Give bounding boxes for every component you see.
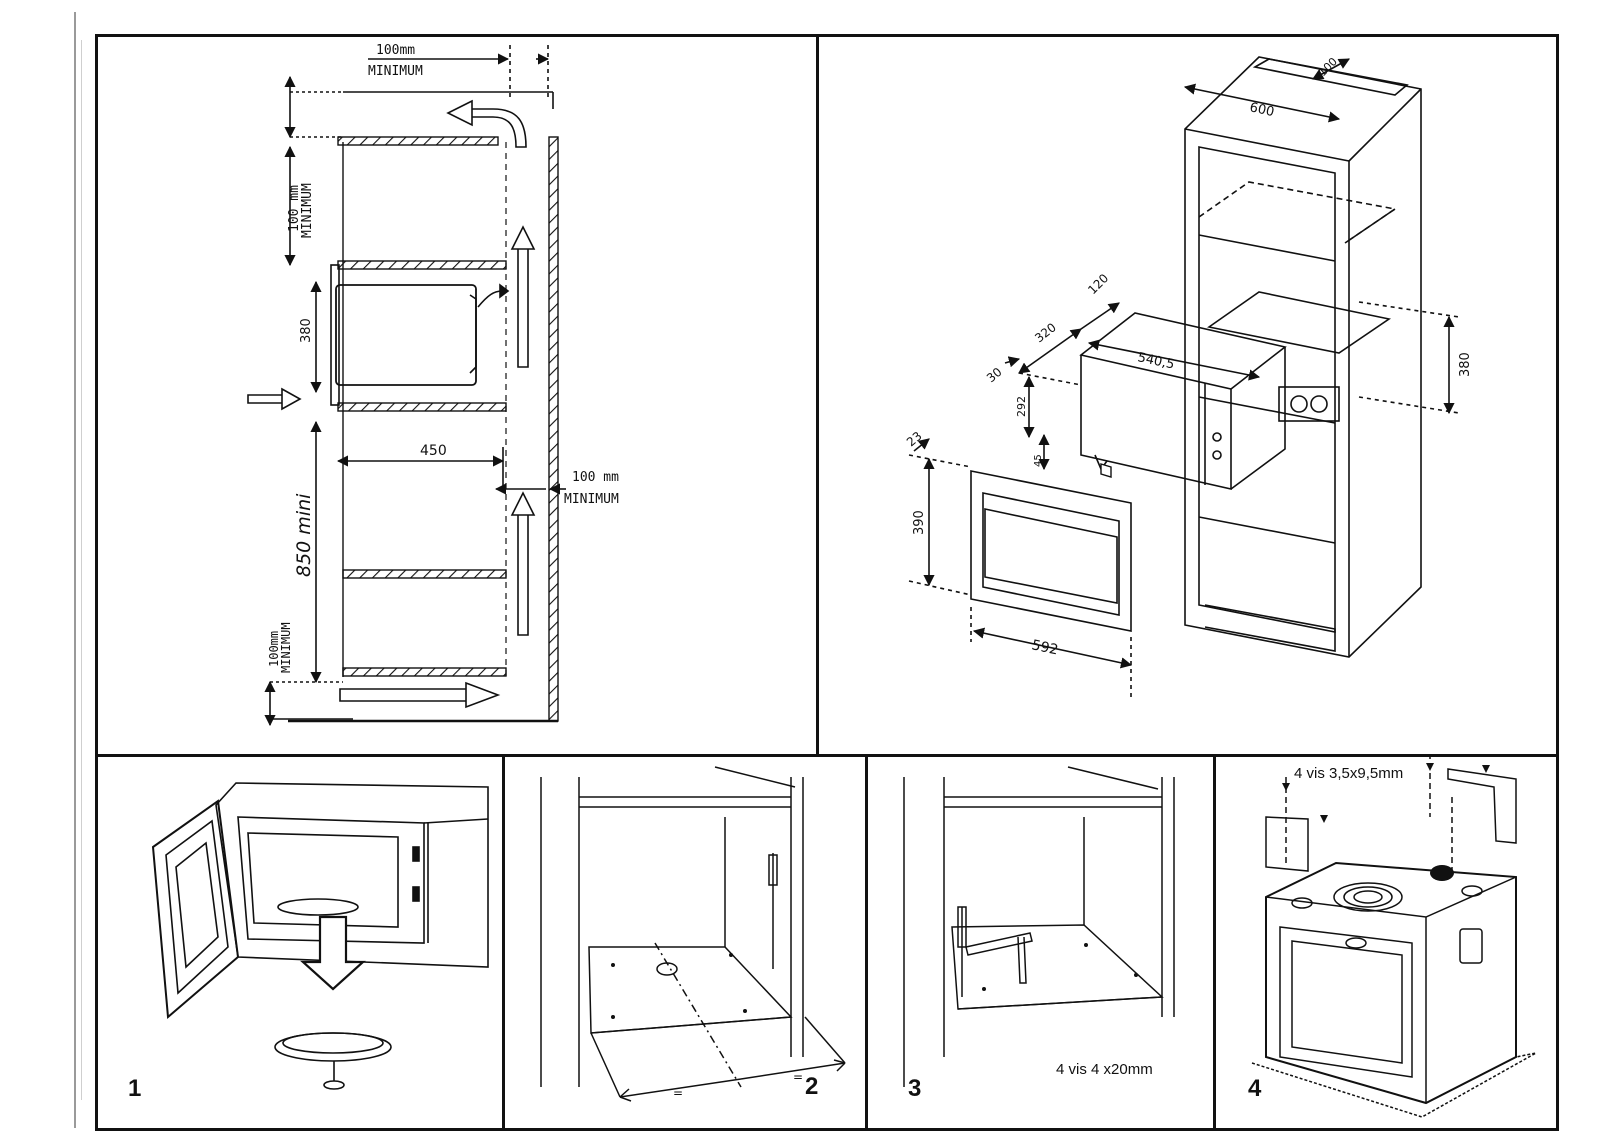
foot-height-label: 45 (1033, 454, 1044, 467)
rear-gap-unit: MINIMUM (564, 492, 619, 507)
binding-line-faint (81, 40, 82, 1100)
step-3-screw-note: 4 vis 4 x20mm (1056, 1061, 1153, 1078)
frame-offset-label: 23 (904, 429, 925, 450)
panel-step-1: 1 (95, 754, 505, 1131)
svg-text:=: = (673, 1086, 683, 1100)
step-2-illustration: = = (540, 766, 846, 1102)
panel-step-4: 4 vis 3,5x9,5mm 4 (1213, 754, 1559, 1131)
oven-depth-label: 320 (1032, 320, 1059, 345)
depth-label: 450 (420, 443, 447, 459)
panel-isometric-dimensions: 600 100 380 540,5 320 120 30 292 45 23 3… (816, 34, 1559, 757)
floor-height-label: 850 mini (293, 493, 315, 577)
binding-line (74, 12, 76, 1128)
bottom-gap-unit: MINIMUM (279, 622, 293, 673)
step-4-illustration (1251, 757, 1537, 1118)
frame-height-label: 390 (912, 510, 927, 535)
bottom-gap-value: 100mm (267, 631, 281, 667)
step-2-number: 2 (805, 1073, 819, 1100)
clearance-diagram: 100mm MINIMUM 100 mm MINIMUM 380 450 100… (247, 43, 619, 727)
upper-gap-value: 100 mm (287, 185, 302, 232)
niche-height-label: 380 (1458, 352, 1473, 377)
oven-height-label: 380 (299, 318, 314, 343)
step-4-number: 4 (1248, 1075, 1262, 1102)
panel-step-3: 3 4 vis 4 x20mm (865, 754, 1216, 1131)
step-4-screw-note: 4 vis 3,5x9,5mm (1294, 765, 1404, 782)
rear-gap-value: 100 mm (572, 470, 619, 485)
frame-width-label: 592 (1030, 637, 1059, 658)
panel-step-2: = = 2 (502, 754, 868, 1131)
step-3-number: 3 (908, 1075, 922, 1102)
panel-clearance-diagram: 100mm MINIMUM 100 mm MINIMUM 380 450 100… (95, 34, 819, 757)
oven-offset-label: 120 (1085, 271, 1111, 297)
step-1-illustration (151, 782, 489, 1090)
upper-gap-unit: MINIMUM (300, 183, 315, 238)
step-1-number: 1 (128, 1075, 142, 1102)
cabinet-width-label: 600 (1248, 100, 1275, 120)
side-gap-label: 30 (984, 365, 1005, 386)
top-clearance-unit: MINIMUM (368, 64, 423, 79)
svg-text:=: = (793, 1070, 803, 1084)
top-clearance-value: 100mm (376, 43, 415, 58)
step-3-illustration (903, 766, 1175, 1087)
isometric-diagram: 600 100 380 540,5 320 120 30 292 45 23 3… (904, 55, 1473, 697)
oven-height-label-b: 292 (1015, 396, 1028, 417)
